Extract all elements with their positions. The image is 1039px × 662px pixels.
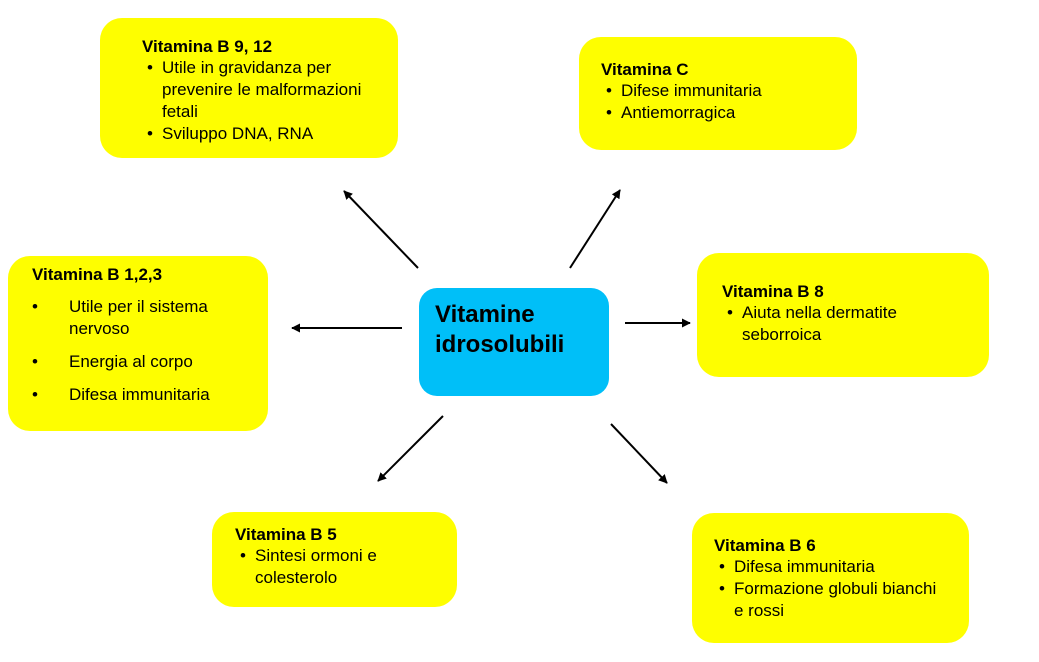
box-vitamina-b8: Vitamina B 8 Aiuta nella dermatite sebor… <box>697 253 989 377</box>
list-item: Formazione globuli bianchi e rossi <box>714 578 949 622</box>
box-vitamina-c: Vitamina C Difese immunitaria Antiemorra… <box>579 37 857 150</box>
box-vitamina-b5: Vitamina B 5 Sintesi ormoni e colesterol… <box>212 512 457 607</box>
box-list: Aiuta nella dermatite seborroica <box>722 302 969 346</box>
list-item: Sviluppo DNA, RNA <box>142 123 378 145</box>
box-title: Vitamina B 5 <box>235 525 337 544</box>
box-list: Utile in gravidanza per prevenire le mal… <box>142 57 378 145</box>
center-title-line1: Vitamine <box>435 301 535 328</box>
arrow-to-b6 <box>610 423 668 484</box>
box-list: Difesa immunitaria Formazione globuli bi… <box>714 556 949 622</box>
box-list: Difese immunitaria Antiemorragica <box>601 80 837 124</box>
arrow-to-b9-12 <box>343 190 419 269</box>
box-list: Sintesi ormoni e colesterolo <box>235 545 437 589</box>
list-item: Utile per il sistema nervoso <box>32 296 254 340</box>
box-title: Vitamina B 9, 12 <box>142 37 273 56</box>
list-item: Aiuta nella dermatite seborroica <box>722 302 969 346</box>
center-title-line2: idrosolubili <box>435 331 565 358</box>
list-item: Utile in gravidanza per prevenire le mal… <box>142 57 378 123</box>
list-item: Energia al corpo <box>32 351 254 373</box>
box-title: Vitamina B 1,2,3 <box>32 265 163 284</box>
box-title: Vitamina B 6 <box>714 536 816 555</box>
box-list: Utile per il sistema nervoso Energia al … <box>32 296 254 406</box>
box-vitamina-b1-2-3: Vitamina B 1,2,3 Utile per il sistema ne… <box>8 256 268 431</box>
list-item: Difesa immunitaria <box>32 384 254 406</box>
box-title: Vitamina B 8 <box>722 282 824 301</box>
box-vitamina-b9-12: Vitamina B 9, 12 Utile in gravidanza per… <box>100 18 398 158</box>
list-item: Sintesi ormoni e colesterolo <box>235 545 437 589</box>
arrow-to-b5 <box>377 415 444 482</box>
center-node: Vitamine idrosolubili <box>419 288 609 396</box>
box-vitamina-b6: Vitamina B 6 Difesa immunitaria Formazio… <box>692 513 969 643</box>
box-title: Vitamina C <box>601 60 689 79</box>
list-item: Antiemorragica <box>601 102 837 124</box>
list-item: Difese immunitaria <box>601 80 837 102</box>
list-item: Difesa immunitaria <box>714 556 949 578</box>
arrow-to-c <box>569 189 621 269</box>
